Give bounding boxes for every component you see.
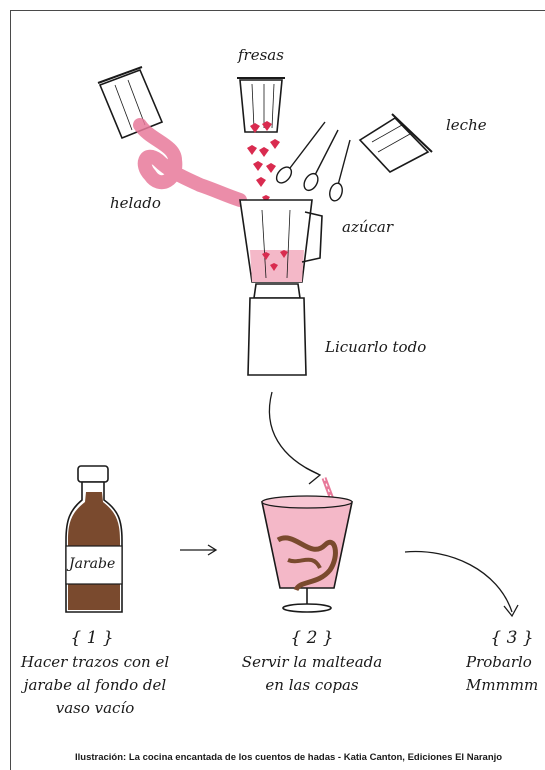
step-2-text: Servir la malteada en las copas	[226, 651, 398, 697]
arrow-blender-to-glass	[269, 392, 318, 474]
label-fresas: fresas	[238, 46, 284, 64]
label-jarabe: Jarabe	[69, 556, 115, 572]
label-helado: helado	[110, 194, 161, 212]
illustration-caption: Ilustración: La cocina encantada de los …	[75, 752, 502, 763]
step-1-text: Hacer trazos con el jarabe al fondo del …	[10, 651, 180, 720]
helado-cup-illustration	[98, 67, 162, 138]
step-1-line-1: Hacer trazos con el	[10, 651, 180, 674]
falling-strawberries	[247, 121, 280, 203]
helado-stream	[140, 125, 240, 200]
step-3-line-1: Probarlo	[466, 651, 544, 674]
step-2-line-1: Servir la malteada	[226, 651, 398, 674]
step-1-number: { 1 }	[62, 628, 122, 648]
step-2-line-2: en las copas	[226, 674, 398, 697]
label-licuar: Licuarlo todo	[325, 338, 426, 356]
label-azucar: azúcar	[342, 218, 393, 236]
step-2-number: { 2 }	[282, 628, 342, 648]
step-3-text: Probarlo Mmmmm	[466, 651, 544, 697]
step-3-number: { 3 }	[482, 628, 542, 648]
spoons-illustration	[274, 122, 350, 202]
milkshake-glass-illustration	[262, 478, 352, 612]
step-1-line-2: jarabe al fondo del	[10, 674, 180, 697]
leche-cup-illustration	[360, 114, 432, 172]
step-3-line-2: Mmmmm	[466, 674, 544, 697]
blender-illustration	[240, 200, 322, 375]
arrow-glass-to-step3	[405, 552, 512, 612]
fresas-cup-illustration	[237, 78, 285, 132]
step-1-line-3: vaso vacío	[10, 697, 180, 720]
label-leche: leche	[446, 116, 487, 134]
syrup-bottle-illustration	[66, 466, 122, 612]
